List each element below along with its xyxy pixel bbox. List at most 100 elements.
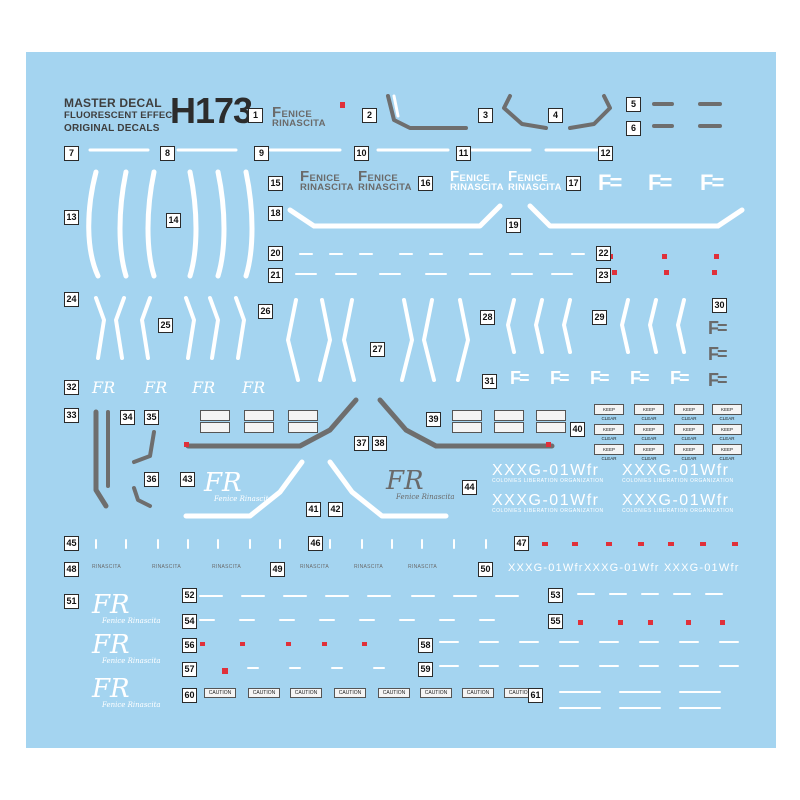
item-number-13: 13 — [64, 210, 79, 225]
item-number-46: 46 — [308, 536, 323, 551]
mini-logo-49a: RINASCITA — [300, 564, 330, 570]
item-number-28: 28 — [480, 310, 495, 325]
item-number-61: 61 — [528, 688, 543, 703]
model-code-50c: XXXG-01Wfr — [664, 562, 740, 574]
fenice-logo-15a: FENICE RINASCITA — [300, 168, 354, 193]
item-number-39: 39 — [426, 412, 441, 427]
strip-decal-29b — [648, 298, 658, 354]
item-number-52: 52 — [182, 588, 197, 603]
grey-decal-33 — [93, 409, 109, 509]
plate-40b: KEEP CLEAR — [634, 404, 664, 421]
item-number-27: 27 — [370, 342, 385, 357]
plate-40a: KEEP CLEAR — [594, 404, 624, 421]
model-code-44d: XXXG-01Wfr COLONIES LIBERATION ORGANIZAT… — [622, 492, 734, 514]
item-number-15: 15 — [268, 176, 283, 191]
item-number-2: 2 — [362, 108, 377, 123]
item-number-21: 21 — [268, 268, 283, 283]
fr-logo-51b: FR Fenice Rinascita — [92, 630, 161, 665]
mini-logo-48a: RINASCITA — [92, 564, 122, 570]
plate-39d — [200, 422, 230, 433]
plate-39i — [536, 410, 566, 421]
fr-mark-32d: FR — [242, 378, 266, 397]
item-number-56: 56 — [182, 638, 197, 653]
plate-40i: KEEP CLEAR — [594, 444, 624, 461]
item-number-33: 33 — [64, 408, 79, 423]
plate-40e: KEEP CLEAR — [594, 424, 624, 441]
curve-decal-14c — [243, 169, 255, 279]
item-number-14: 14 — [166, 213, 181, 228]
strip-decal-27a — [286, 298, 300, 382]
grey-decal-36 — [132, 486, 152, 508]
plate-39l — [536, 422, 566, 433]
item-number-23: 23 — [596, 268, 611, 283]
fr-logo-51a: FR Fenice Rinascita — [92, 590, 161, 625]
item-number-12: 12 — [598, 146, 613, 161]
item-number-11: 11 — [456, 146, 471, 161]
grey-decal-38 — [377, 397, 555, 449]
white-decal-41 — [183, 459, 305, 519]
item-number-58: 58 — [418, 638, 433, 653]
item-number-6: 6 — [626, 121, 641, 136]
plate-39k — [494, 422, 524, 433]
item-number-24: 24 — [64, 292, 79, 307]
chevron-decal-4 — [568, 94, 612, 130]
strip-decal-24c — [140, 296, 152, 360]
plate-39c — [288, 410, 318, 421]
plate-39e — [244, 422, 274, 433]
strip-decal-25b — [208, 296, 220, 360]
item-number-60: 60 — [182, 688, 197, 703]
mini-logo-49b: RINASCITA — [354, 564, 384, 570]
item-number-59: 59 — [418, 662, 433, 677]
item-number-34: 34 — [120, 410, 135, 425]
strip-decal-28c — [562, 298, 572, 354]
sheet-code: H173 — [170, 90, 253, 131]
fenice-logo-16a: FENICE RINASCITA — [450, 168, 504, 193]
fe-mark-31a: F= — [510, 368, 529, 388]
item-number-48: 48 — [64, 562, 79, 577]
bar-decal-5 — [652, 102, 722, 128]
item-number-32: 32 — [64, 380, 79, 395]
fr-mark-32b: FR — [144, 378, 168, 397]
mini-logo-48c: RINASCITA — [212, 564, 242, 570]
plate-40f: KEEP CLEAR — [634, 424, 664, 441]
model-code-44a: XXXG-01Wfr COLONIES LIBERATION ORGANIZAT… — [492, 462, 604, 484]
item-number-4: 4 — [548, 108, 563, 123]
item-number-57: 57 — [182, 662, 197, 677]
curve-decal-13c — [145, 169, 157, 279]
strip-decal-28a — [506, 298, 516, 354]
item-number-1: 1 — [248, 108, 263, 123]
strip-decal-25c — [234, 296, 246, 360]
item-number-51: 51 — [64, 594, 79, 609]
strip-decal-27d — [400, 298, 414, 382]
strip-decal-25a — [184, 296, 196, 360]
caution-60g: CAUTION — [462, 688, 494, 698]
swoosh-decal-18 — [287, 203, 503, 229]
item-number-37: 37 — [354, 436, 369, 451]
plate-39h — [494, 410, 524, 421]
fe-mark-30b: F= — [708, 344, 727, 364]
item-number-38: 38 — [372, 436, 387, 451]
caution-60c: CAUTION — [290, 688, 322, 698]
item-number-49: 49 — [270, 562, 285, 577]
item-number-55: 55 — [548, 614, 563, 629]
plate-40g: KEEP CLEAR — [674, 424, 704, 441]
plate-40d: KEEP CLEAR — [712, 404, 742, 421]
fe-mark-17b: F= — [648, 170, 672, 195]
item-number-3: 3 — [478, 108, 493, 123]
item-number-26: 26 — [258, 304, 273, 319]
strip-decal-29a — [620, 298, 630, 354]
strip-decal-27b — [318, 298, 332, 382]
chevron-decal-3 — [502, 94, 548, 130]
item-number-8: 8 — [160, 146, 175, 161]
chevron-decal-2 — [386, 94, 468, 130]
caution-60f: CAUTION — [420, 688, 452, 698]
fr-logo-44: FR Fenice Rinascita — [386, 466, 455, 501]
strip-decal-27c — [342, 298, 356, 382]
item-number-40: 40 — [570, 422, 585, 437]
item-number-30: 30 — [712, 298, 727, 313]
strip-decal-24a — [94, 296, 106, 360]
strip-decal-28b — [534, 298, 544, 354]
mini-logo-48b: RINASCITA — [152, 564, 182, 570]
swoosh-decal-19 — [527, 203, 745, 229]
